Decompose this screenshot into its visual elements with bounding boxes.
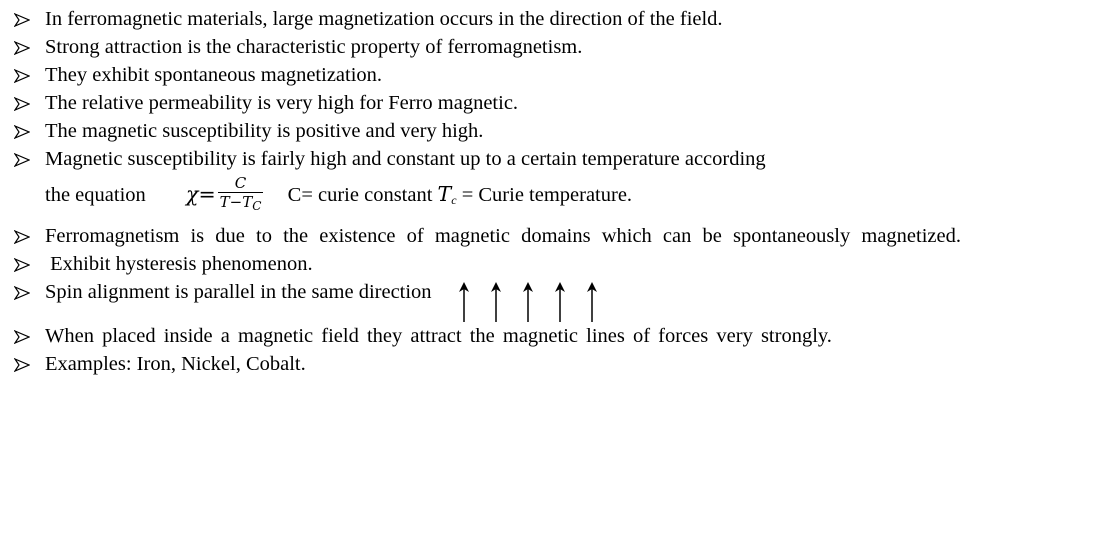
list-item: The magnetic susceptibility is positive … [14,117,1096,145]
arrowhead-bullet-icon [14,117,36,145]
list-item-text: The relative permeability is very high f… [45,92,519,114]
list-item: Exhibit hysteresis phenomenon. [14,250,1096,278]
list-item: Magnetic susceptibility is fairly high a… [14,145,1096,216]
list-item-text: Ferromagnetism is due to the existence o… [45,225,961,247]
list-item: In ferromagnetic materials, large magnet… [14,5,1096,33]
arrowhead-bullet-icon [14,350,36,378]
up-arrow-icon [458,282,469,322]
arrowhead-bullet-icon [14,33,36,61]
list-item-text: The magnetic susceptibility is positive … [45,120,484,142]
list-item-text: When placed inside a magnetic field they… [45,325,832,347]
list-item-text: Exhibit hysteresis phenomenon. [45,253,313,275]
fraction-numerator: C [217,175,264,193]
arrowhead-bullet-icon [14,5,36,33]
chi-symbol: χ= [186,182,216,207]
denominator-subscript: C [252,199,262,213]
arrowhead-bullet-icon [14,89,36,117]
list-item-text: Magnetic susceptibility is fairly high a… [45,148,766,170]
list-item: Spin alignment is parallel in the same d… [14,278,1096,322]
list-item-text: In ferromagnetic materials, large magnet… [45,8,723,30]
arrowhead-bullet-icon [14,222,36,250]
arrowhead-bullet-icon [14,61,36,89]
up-arrow-icon [554,282,565,322]
up-arrow-icon [522,282,533,322]
arrowhead-bullet-icon [14,278,36,306]
curie-temperature-label: = Curie temperature. [456,184,633,207]
list-item-text: Strong attraction is the characteristic … [45,36,583,58]
up-arrow-icon [586,282,597,322]
tc-symbol: T [437,182,452,207]
list-item: When placed inside a magnetic field they… [14,322,1096,350]
list-item: Strong attraction is the characteristic … [14,33,1096,61]
spin-alignment-diagram [457,278,607,322]
formula-prefix: the equation [45,184,146,207]
tc-subscript: c [451,193,457,208]
arrowhead-bullet-icon [14,250,36,278]
arrowhead-bullet-icon [14,322,36,350]
arrowhead-bullet-icon [14,145,36,173]
up-arrow-icon [490,282,501,322]
list-item: They exhibit spontaneous magnetization. [14,61,1096,89]
list-item-text: They exhibit spontaneous magnetization. [45,64,383,86]
list-item: Examples: Iron, Nickel, Cobalt. [14,350,1096,378]
list-item: The relative permeability is very high f… [14,89,1096,117]
ferromagnetism-properties-list: In ferromagnetic materials, large magnet… [14,5,1096,378]
fraction-denominator: T−TC [219,193,262,213]
list-item: Ferromagnetism is due to the existence o… [14,222,1096,250]
list-item-text: Examples: Iron, Nickel, Cobalt. [45,353,306,375]
curie-constant-label: C= curie constant [287,184,433,207]
list-item-text: Spin alignment is parallel in the same d… [45,281,432,303]
